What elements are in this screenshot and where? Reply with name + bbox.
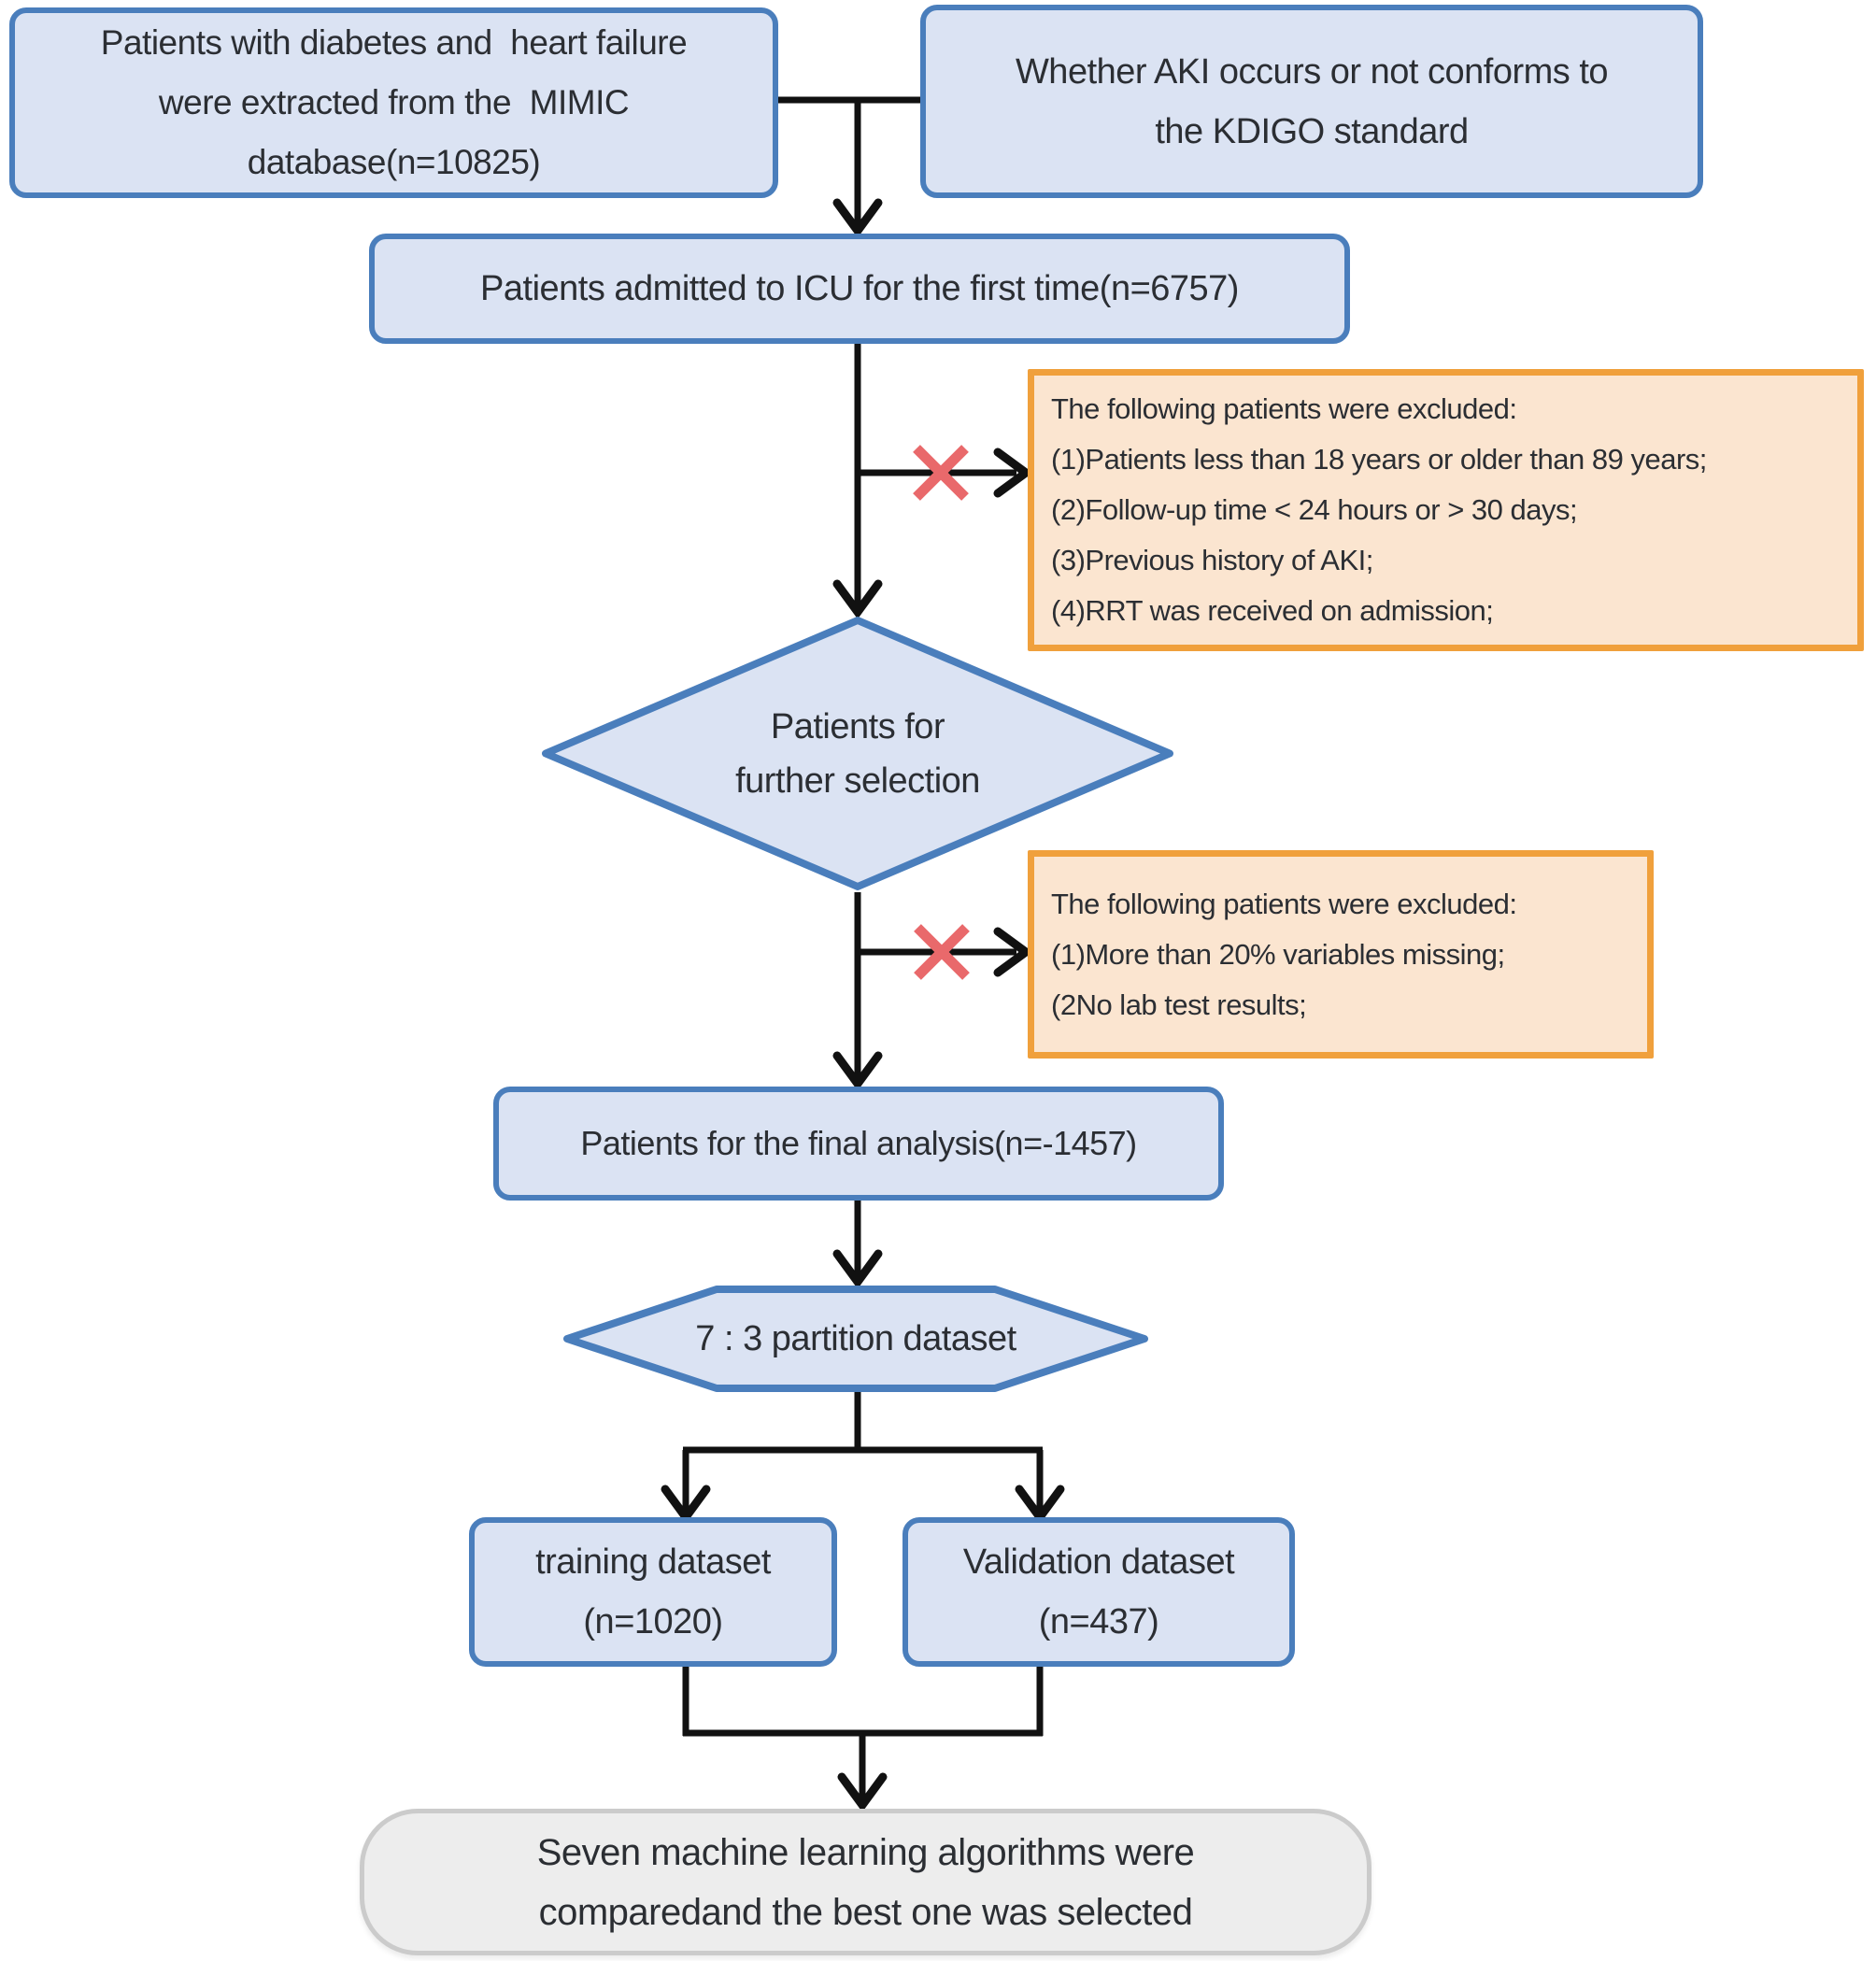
exclusion-x-icon: [913, 445, 969, 501]
node-first-icu-admission: Patients admitted to ICU for the first t…: [369, 234, 1350, 344]
arrowhead-partition: [832, 1249, 883, 1289]
node-training-dataset: training dataset (n=1020): [469, 1517, 837, 1667]
node-decision-further-selection-text: Patients for further selection: [735, 706, 980, 801]
node-ml-result-text: Seven machine learning algorithms were c…: [536, 1831, 1195, 1933]
node-exclusion-criteria-1-text: The following patients were excluded: (1…: [1051, 392, 1707, 627]
node-final-analysis-text: Patients for the final analysis(n=-1457): [580, 1124, 1137, 1162]
node-exclusion-criteria-1: The following patients were excluded: (1…: [1028, 369, 1864, 651]
node-source-population: Patients with diabetes and heart failure…: [9, 7, 778, 198]
node-decision-further-selection: Patients for further selection: [540, 615, 1175, 892]
node-validation-dataset: Validation dataset (n=437): [902, 1517, 1295, 1667]
node-exclusion-criteria-2-text: The following patients were excluded: (1…: [1051, 887, 1517, 1021]
node-validation-dataset-text: Validation dataset (n=437): [962, 1542, 1235, 1641]
connector-partition-split: [682, 1392, 1044, 1512]
node-training-dataset-text: training dataset (n=1020): [535, 1542, 771, 1641]
node-kdigo-standard-text: Whether AKI occurs or not conforms to th…: [1015, 51, 1609, 151]
arrowhead-final: [832, 1051, 883, 1091]
node-partition-dataset-text: 7 : 3 partition dataset: [695, 1319, 1016, 1358]
node-source-population-text: Patients with diabetes and heart failure…: [100, 23, 688, 181]
node-exclusion-criteria-2: The following patients were excluded: (1…: [1028, 850, 1654, 1059]
arrowhead-exclusion2: [993, 927, 1033, 977]
arrowhead-result: [837, 1772, 888, 1812]
connector-datasets-merge: [682, 1667, 1044, 1799]
arrowhead-icu: [832, 198, 883, 238]
arrowhead-training: [661, 1485, 711, 1525]
node-first-icu-admission-text: Patients admitted to ICU for the first t…: [480, 269, 1239, 308]
exclusion-x-icon: [914, 924, 970, 980]
node-final-analysis: Patients for the final analysis(n=-1457): [493, 1087, 1224, 1201]
arrowhead-decision: [832, 579, 883, 619]
node-ml-result: Seven machine learning algorithms were c…: [360, 1809, 1371, 1955]
node-kdigo-standard: Whether AKI occurs or not conforms to th…: [920, 5, 1703, 198]
arrowhead-validation: [1015, 1485, 1065, 1525]
arrowhead-exclusion1: [993, 448, 1033, 498]
hexagon-shape: [563, 1286, 1148, 1392]
node-partition-dataset: 7 : 3 partition dataset: [562, 1284, 1149, 1394]
diamond-shape: [542, 617, 1173, 890]
